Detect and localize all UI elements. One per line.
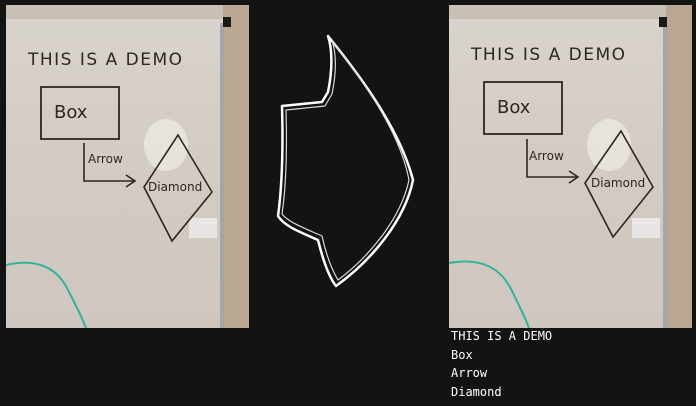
box-label: Box [54,102,88,123]
green-marker-line [449,260,530,328]
processed-whiteboard-photo: THIS IS A DEMO Box Arrow Diamond [449,5,692,328]
light-glare [587,119,631,171]
right-arrow-icon [276,34,415,288]
recognized-line: Diamond [451,384,502,399]
recognized-line: Box [451,347,473,362]
drawn-diamond [143,133,213,243]
board-top-frame [6,5,249,19]
recognized-text-list: THIS IS A DEMO Box Arrow Diamond [451,327,552,401]
green-marker-line [6,261,87,328]
whiteboard-drawing-copy: THIS IS A DEMO Box Arrow Diamond [449,5,692,328]
original-whiteboard-photo: THIS IS A DEMO Box Arrow Diamond [6,5,249,328]
recognized-line: Arrow [451,366,488,380]
drawn-arrow [83,143,134,182]
board-rail [220,23,224,328]
arrow-label: Arrow [529,149,564,163]
drawn-arrowhead [568,170,580,184]
board-clip [223,17,231,27]
light-glare [144,119,188,171]
recognized-line: THIS IS A DEMO [451,329,553,343]
diamond-label: Diamond [148,180,202,194]
board-top-frame [449,5,692,19]
drawn-arrowhead [125,174,137,188]
drawn-arrow [526,139,577,178]
board-rail [663,23,667,328]
board-clip [659,17,667,27]
arrow-label: Arrow [88,152,123,166]
light-reflection [189,218,217,238]
drawn-box [40,86,120,140]
whiteboard-title: THIS IS A DEMO [27,50,184,70]
box-label: Box [497,97,531,118]
light-reflection [632,218,660,238]
drawn-box [483,81,563,135]
board-right-frame [666,5,692,328]
board-right-frame [223,5,249,328]
drawn-diamond [584,129,654,239]
whiteboard-title: THIS IS A DEMO [470,45,627,65]
whiteboard-drawing: THIS IS A DEMO Box Arrow Diamond [6,5,249,328]
diamond-label: Diamond [591,176,645,190]
